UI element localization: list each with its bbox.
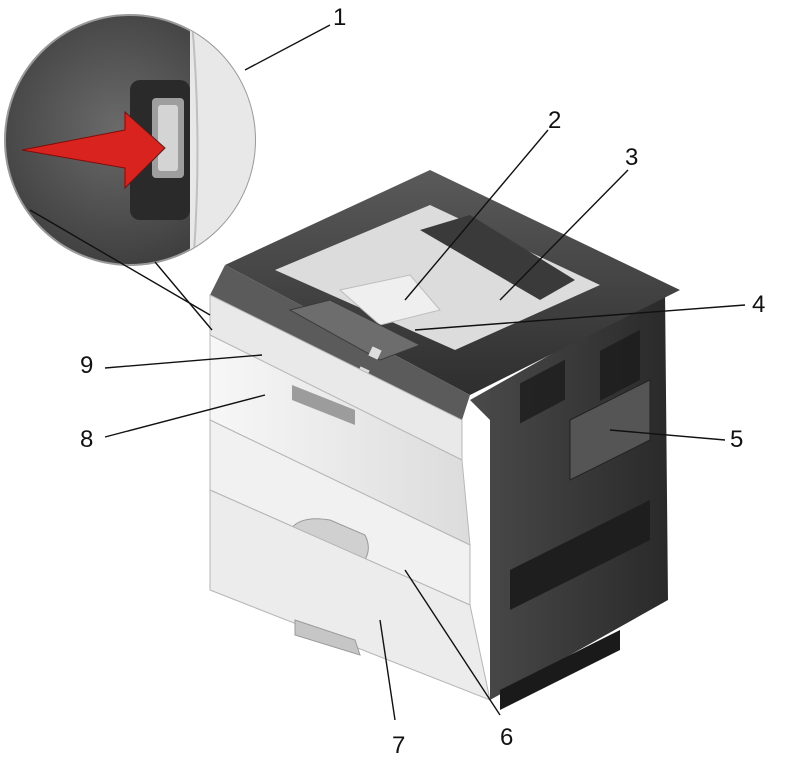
callout-4: 4 [752, 291, 765, 318]
callout-8: 8 [80, 426, 93, 453]
zoom-bubble [4, 14, 256, 331]
rear-port [510, 500, 650, 610]
callout-7: 7 [392, 732, 405, 759]
callout-2: 2 [548, 107, 561, 134]
side-vents [520, 329, 640, 424]
drawer-handle [294, 619, 361, 656]
printer-body [209, 170, 680, 710]
callout-6: 6 [500, 724, 513, 751]
feet [500, 630, 620, 710]
output-bin [275, 205, 600, 350]
control-panel-icon [288, 299, 422, 361]
callout-5: 5 [730, 426, 743, 453]
callout-labels: 1 2 3 4 5 6 7 8 9 [80, 4, 765, 759]
leader-lines [104, 24, 746, 721]
callout-1: 1 [333, 4, 346, 31]
door-handle [292, 385, 355, 425]
red-arrow-icon [21, 110, 166, 190]
control-button [368, 346, 382, 360]
top-front-band [210, 265, 470, 420]
callout-9: 9 [80, 352, 93, 379]
callout-3: 3 [625, 144, 638, 171]
